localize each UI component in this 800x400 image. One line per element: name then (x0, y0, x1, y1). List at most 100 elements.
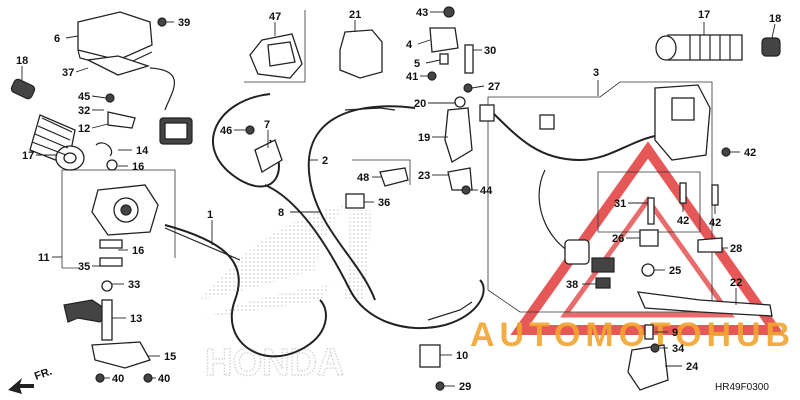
callout-47: 47 (269, 11, 281, 36)
grip-cover-47-inner (267, 41, 296, 67)
harness-connector-d (591, 257, 615, 273)
svg-text:26: 26 (612, 233, 624, 245)
svg-text:6: 6 (54, 33, 60, 45)
cable-2-end (344, 107, 396, 111)
svg-text:16: 16 (132, 245, 144, 257)
svg-text:35: 35 (78, 261, 90, 273)
screw-42a (721, 147, 731, 157)
callout-10: 10 (440, 350, 468, 362)
callout-14: 14 (118, 145, 149, 157)
svg-text:45: 45 (78, 91, 90, 103)
callout-17-left: 17 (22, 150, 56, 162)
svg-text:34: 34 (672, 343, 685, 355)
honda-wing-watermark: HONDA (200, 205, 372, 385)
callout-41: 41 (406, 71, 428, 83)
callout-22: 22 (730, 277, 742, 305)
pivot-9 (644, 324, 654, 340)
svg-text:29: 29 (459, 381, 471, 393)
plate-48 (379, 167, 409, 187)
callout-44: 44 (470, 185, 493, 197)
spring-25 (641, 263, 655, 277)
cable-1-inner (164, 227, 241, 261)
svg-text:47: 47 (269, 11, 281, 23)
svg-text:22: 22 (730, 277, 742, 289)
svg-text:14: 14 (136, 145, 149, 157)
grip-cover-21 (339, 29, 383, 79)
switch-group-box (597, 171, 701, 233)
svg-text:33: 33 (128, 279, 140, 291)
washer-27 (463, 83, 473, 93)
spacer-28 (697, 237, 723, 253)
callout-20: 20 (414, 98, 455, 110)
callout-43: 43 (416, 7, 444, 19)
svg-text:37: 37 (62, 67, 74, 79)
honda-text-watermark: HONDA (205, 342, 344, 384)
callout-34: 34 (660, 343, 685, 355)
callout-39: 39 (166, 17, 190, 29)
holder-10 (419, 344, 441, 368)
callouts: 1 2 3 4 5 6 7 8 9 10 11 12 13 14 15 16 1… (16, 7, 781, 393)
bolt-42c (711, 184, 719, 206)
holder-24 (627, 344, 669, 391)
cable-8-end (427, 301, 473, 321)
harness-connector-a (479, 104, 495, 122)
callout-42a: 42 (730, 147, 756, 159)
dealer-watermark-text: AUTOMOTOHUB (470, 316, 790, 354)
svg-text:4: 4 (406, 39, 413, 51)
callout-17-right: 17 (698, 9, 710, 35)
connector-38 (595, 277, 611, 289)
callout-30: 30 (473, 45, 496, 57)
right-grip (655, 34, 781, 61)
svg-text:21: 21 (349, 9, 361, 21)
svg-text:28: 28 (730, 243, 742, 255)
throttle-housing-cover (77, 11, 193, 145)
callout-9: 9 (655, 327, 678, 339)
svg-text:30: 30 (484, 45, 496, 57)
svg-text:11: 11 (38, 252, 50, 264)
bolt-42b (679, 182, 687, 204)
svg-text:13: 13 (130, 313, 142, 325)
callout-8: 8 (278, 207, 320, 219)
svg-text:25: 25 (669, 265, 681, 277)
nut-41 (427, 71, 437, 81)
wire-harness-3 (489, 109, 661, 162)
callout-33: 33 (112, 279, 140, 291)
callout-2: 2 (308, 155, 328, 167)
svg-text:1: 1 (207, 209, 213, 221)
callout-23: 23 (418, 170, 448, 182)
callout-13: 13 (112, 313, 142, 325)
bolt-39 (157, 17, 167, 27)
callout-18-left: 18 (16, 55, 28, 80)
svg-text:27: 27 (488, 81, 500, 93)
svg-text:12: 12 (78, 123, 90, 135)
svg-text:2: 2 (322, 155, 328, 167)
bolt-31 (647, 197, 655, 225)
callout-42c: 42 (709, 205, 721, 229)
callout-27: 27 (471, 81, 500, 93)
callout-37: 37 (62, 67, 89, 79)
svg-text:18: 18 (16, 55, 28, 67)
callout-15: 15 (148, 351, 176, 363)
callout-46: 46 (220, 125, 246, 137)
clip-36 (345, 193, 365, 209)
callout-16b: 16 (118, 245, 144, 257)
callout-1: 1 (207, 209, 213, 245)
switch-26 (639, 229, 659, 247)
svg-text:43: 43 (416, 7, 428, 19)
callout-12: 12 (78, 123, 109, 135)
svg-text:17: 17 (698, 9, 710, 21)
bracket-7 (254, 139, 283, 173)
callout-6: 6 (54, 33, 79, 45)
svg-text:44: 44 (480, 185, 493, 197)
callout-7: 7 (264, 119, 270, 148)
relay-4 (429, 27, 459, 53)
bolt-29 (435, 381, 445, 391)
svg-text:36: 36 (378, 197, 390, 209)
callout-18-right: 18 (769, 13, 781, 39)
bracket-box (352, 159, 411, 185)
callout-16a: 16 (118, 161, 144, 173)
svg-text:24: 24 (686, 361, 699, 373)
callout-5: 5 (414, 58, 441, 70)
svg-text:9: 9 (672, 327, 678, 339)
